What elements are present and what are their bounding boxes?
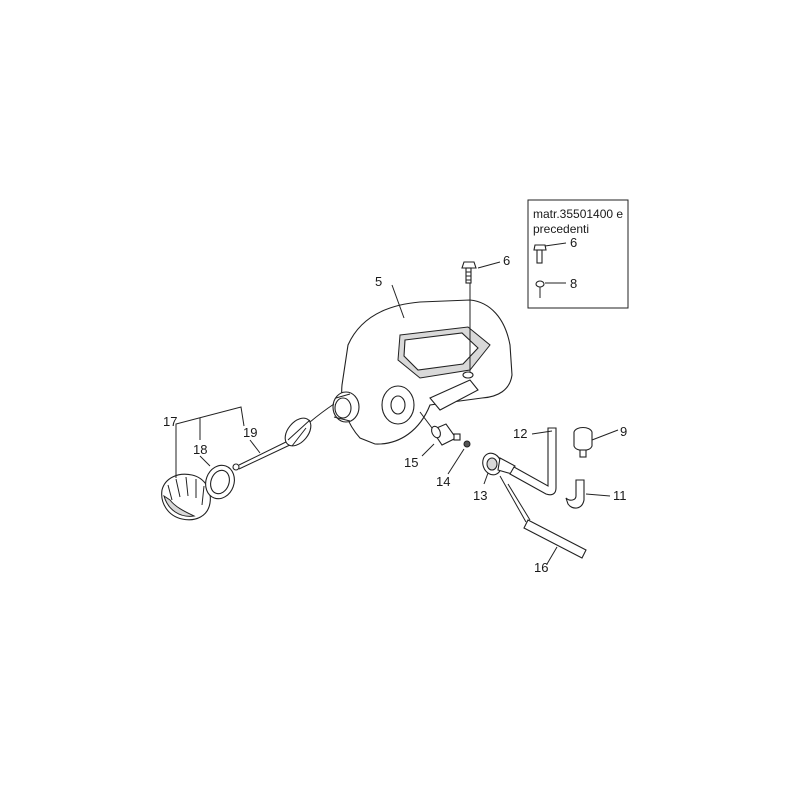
inset-box xyxy=(527,199,629,309)
fuel-tank xyxy=(332,299,513,445)
inset-callout-8: 8 xyxy=(570,276,577,291)
fuel-cap xyxy=(161,473,211,521)
callout-11: 11 xyxy=(613,488,627,503)
callout-14: 14 xyxy=(436,474,450,489)
tube-16 xyxy=(499,475,587,559)
hose-12 xyxy=(509,427,557,496)
inset-note-line2: precedenti xyxy=(533,222,589,236)
washer-14 xyxy=(463,440,471,448)
inset-callout-6: 6 xyxy=(570,235,577,250)
fuel-tap xyxy=(482,452,516,476)
callout-numbers: 5 6 9 11 12 13 14 15 16 17 18 19 xyxy=(163,253,627,575)
inset-text: matr.35501400 e precedenti 6 8 xyxy=(533,207,623,291)
callout-17: 17 xyxy=(163,414,177,429)
callout-16: 16 xyxy=(534,560,548,575)
filler-strainer xyxy=(232,417,312,471)
callout-15: 15 xyxy=(404,455,418,470)
callout-5: 5 xyxy=(375,274,382,289)
inset-note-line1: matr.35501400 e xyxy=(533,207,623,221)
gasket xyxy=(205,464,235,500)
callout-18: 18 xyxy=(193,442,207,457)
callout-13: 13 xyxy=(473,488,487,503)
callout-6: 6 xyxy=(503,253,510,268)
callout-12: 12 xyxy=(513,426,527,441)
fuel-filter xyxy=(573,426,593,458)
leader-lines xyxy=(175,242,619,565)
hose-11 xyxy=(565,479,585,509)
fitting-15 xyxy=(419,411,461,446)
callout-19: 19 xyxy=(243,425,257,440)
screw-6 xyxy=(461,261,477,284)
callout-9: 9 xyxy=(620,424,627,439)
